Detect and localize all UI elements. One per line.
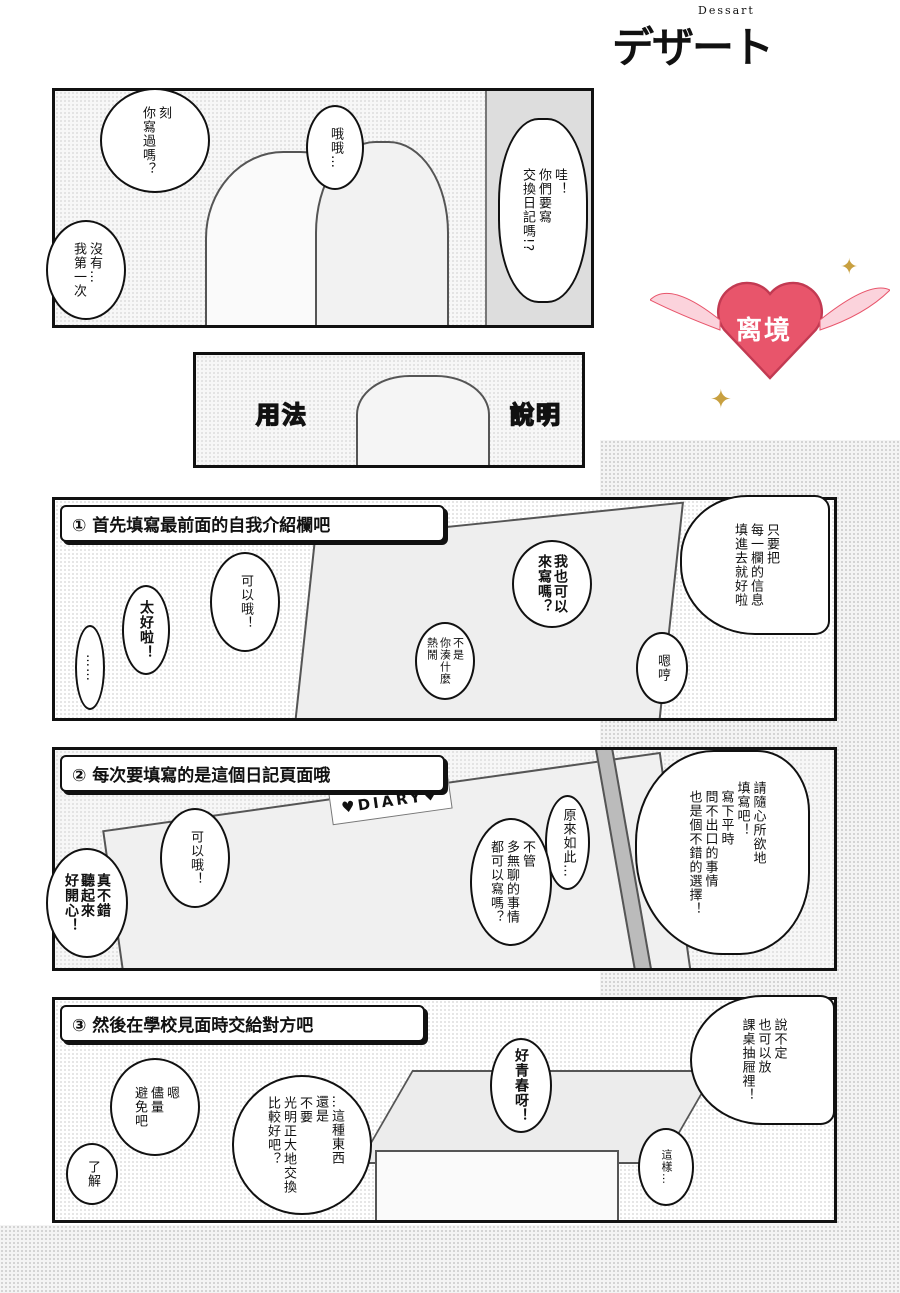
speech-bubble: 好青春呀！	[490, 1038, 552, 1133]
title-explanation: 說明	[509, 400, 562, 430]
speech-bubble: 沒有… 我第一次	[46, 220, 126, 320]
speech-bubble: 哦哦…	[306, 105, 364, 190]
speech-bubble: 我也可以 來寫嗎？	[512, 540, 592, 628]
speech-bubble: 太好啦！	[122, 585, 170, 675]
speech-bubble: 了解	[66, 1143, 118, 1205]
heart-icon	[717, 281, 823, 380]
speech-bubble: 可以哦！	[160, 808, 230, 908]
desk-legs	[375, 1150, 619, 1220]
speech-bubble: 不管 多無聊的事情 都可以寫嗎？	[470, 818, 552, 946]
speech-bubble: 刻 你寫過嗎？	[100, 88, 210, 193]
speech-bubble: 寫下平時 問不出口的事情 也是個不錯的選擇！ 請隨心所欲地 填寫吧！	[635, 750, 810, 955]
screentone-background	[0, 1225, 900, 1293]
speech-bubble: 哇！ 你們要寫 交換日記嗎!?	[498, 118, 588, 303]
speech-bubble: ……	[75, 625, 105, 710]
three-characters	[356, 375, 490, 465]
speech-bubble: 不要 光明正大地交換 比較好吧？ …這種東西 還是	[232, 1075, 372, 1215]
panel-2-title	[193, 352, 585, 468]
character-glasses	[315, 141, 449, 325]
watermark: ✦ ✦ 离境	[650, 230, 890, 430]
step-1-banner: ① 首先填寫最前面的自我介紹欄吧	[60, 505, 445, 542]
speech-bubble: 這樣…	[638, 1128, 694, 1206]
speech-bubble: 不是 你湊什麼 熱鬧	[415, 622, 475, 700]
dessert-logo: Dessart デザート	[612, 4, 807, 72]
logo-small-text: Dessart	[698, 4, 755, 17]
logo-text: デザート	[612, 23, 774, 72]
speech-bubble: 真不錯 聽起來 好開心！	[46, 848, 128, 958]
speech-bubble: 只要把 每一欄的信息 填進去就好啦	[680, 495, 830, 635]
title-usage: 用法	[255, 400, 308, 430]
step-2-banner: ② 每次要填寫的是這個日記頁面哦	[60, 755, 445, 792]
speech-bubble: 說不定 也可以放 課桌抽屜裡！	[690, 995, 835, 1125]
step-3-banner: ③ 然後在學校見面時交給對方吧	[60, 1005, 425, 1042]
speech-bubble: 原來如此…	[545, 795, 590, 890]
speech-bubble: 嗯 儘量 避免吧	[110, 1058, 200, 1156]
watermark-text: 离境	[736, 316, 793, 346]
sparkle-icon: ✦	[840, 255, 859, 280]
sparkle-icon: ✦	[710, 385, 732, 415]
speech-bubble: 可以哦！	[210, 552, 280, 652]
wings-icon	[650, 287, 890, 331]
speech-bubble: 嗯哼	[636, 632, 688, 704]
